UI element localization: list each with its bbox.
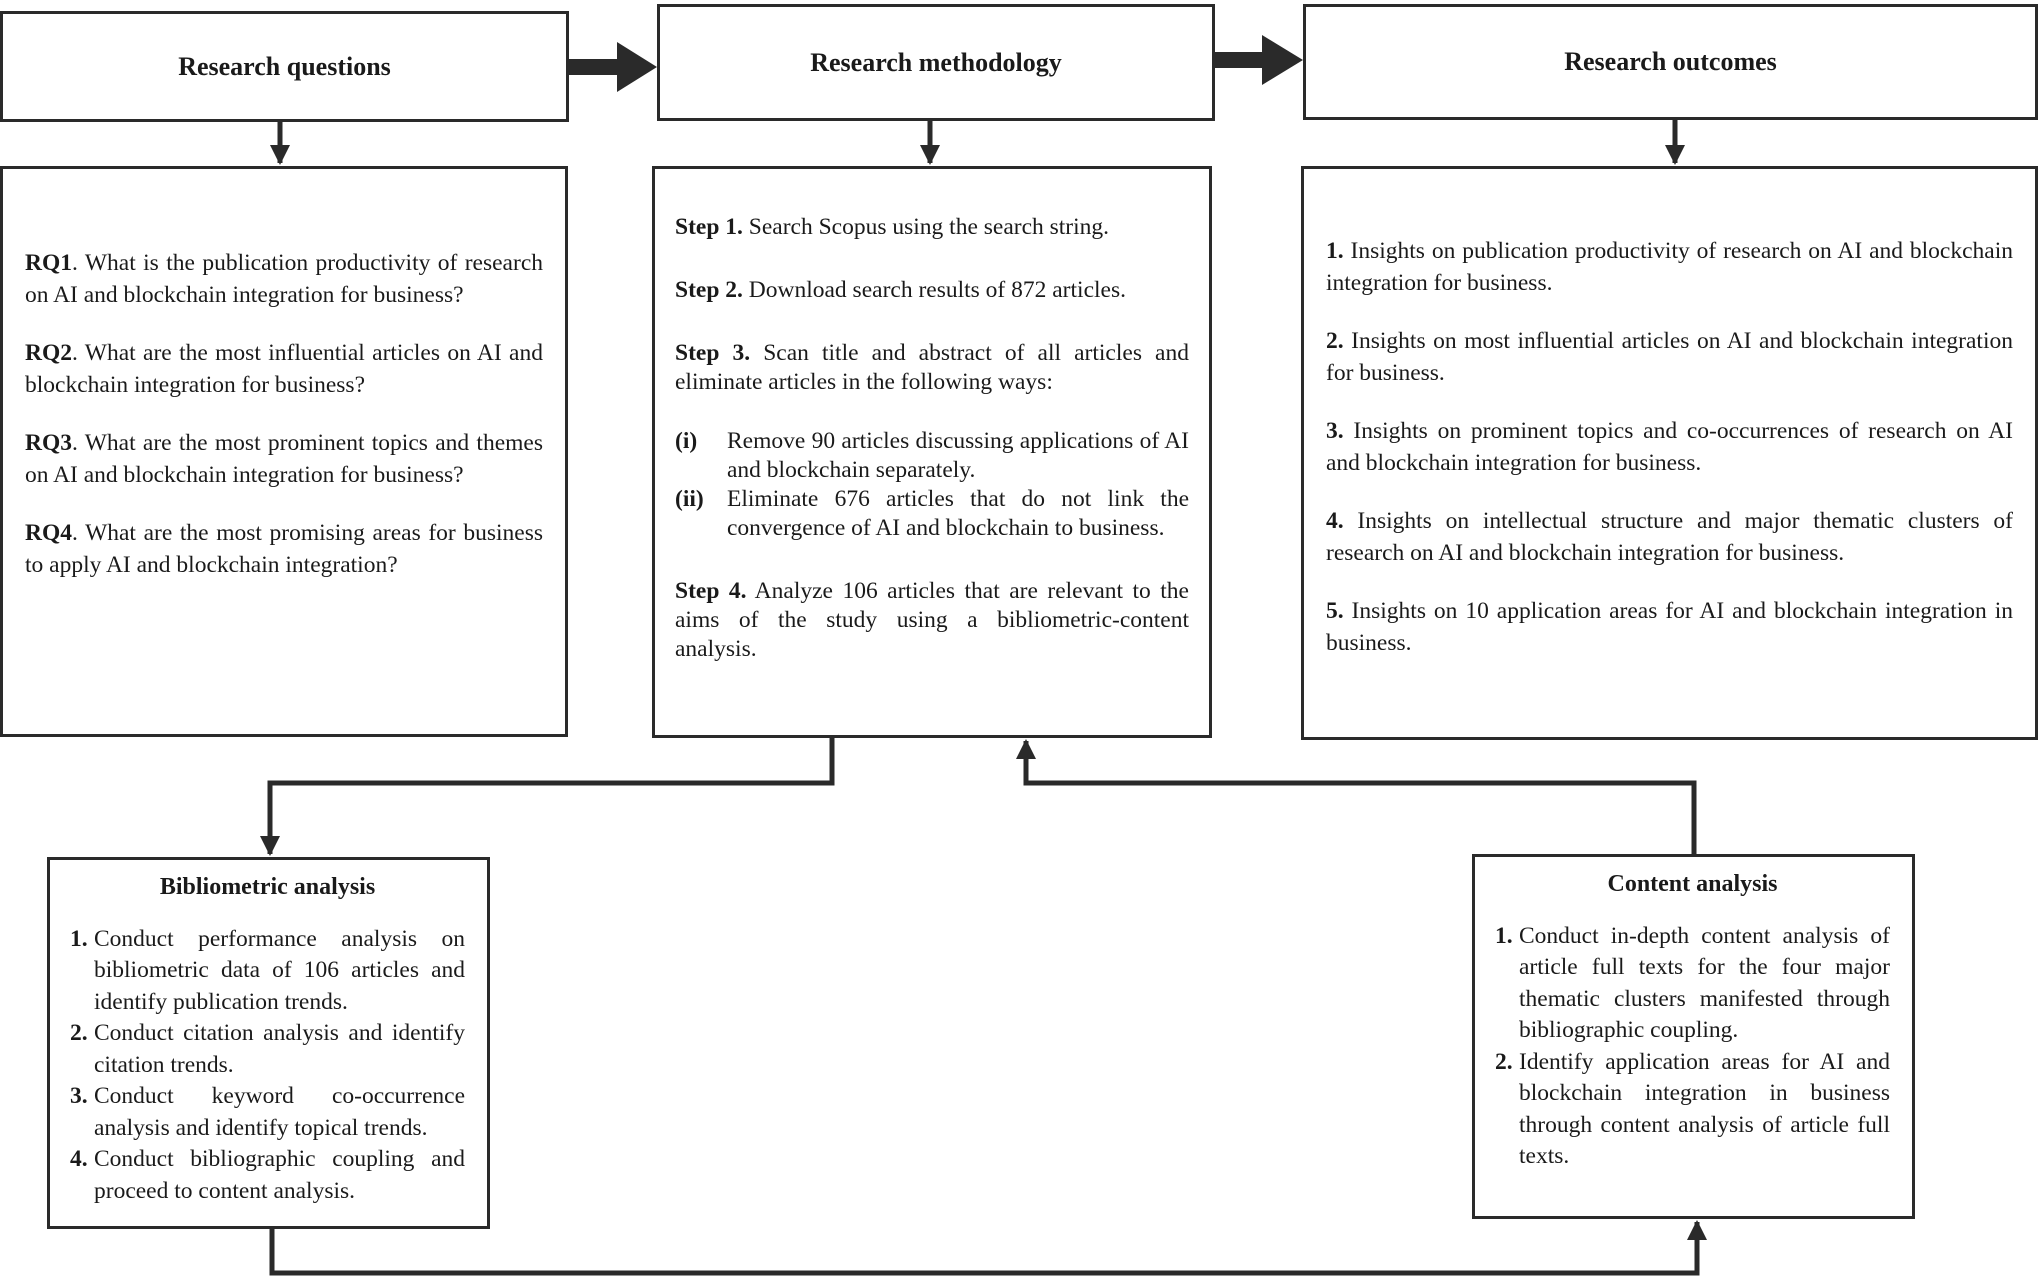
research-outcomes-title: Research outcomes (1564, 47, 1777, 76)
bibliometric-item: 2.Conduct citation analysis and identify… (70, 1020, 465, 1078)
content-item: 2.Identify application areas for AI and … (1495, 1048, 1890, 1170)
substep-item: (i) Remove 90 articles discussing applic… (675, 428, 1189, 483)
thick-arrow-methodology-to-outcomes (1215, 35, 1303, 85)
substep-item: (ii) Eliminate 676 articles that do not … (675, 486, 1189, 541)
bibliometric-analysis-box: Bibliometric analysis 1.Conduct performa… (47, 857, 490, 1229)
outcome-item: 5. Insights on 10 application areas for … (1326, 598, 2013, 656)
content-item: 1.Conduct in-depth content analysis of a… (1495, 922, 1890, 1044)
question-item: RQ4. What are the most promising areas f… (25, 520, 543, 578)
step-item: Step 3. Scan title and abstract of all a… (675, 340, 1189, 395)
research-methodology-box: Step 1. Search Scopus using the search s… (652, 166, 1212, 738)
connector-methodology-to-bibliometric (260, 738, 835, 856)
research-questions-box: RQ1. What is the publication productivit… (0, 166, 568, 737)
question-item: RQ2. What are the most influential artic… (25, 340, 543, 398)
content-analysis-box: Content analysis 1.Conduct in-depth cont… (1472, 854, 1915, 1219)
bibliometric-item: 3.Conduct keyword co-occurrence analysis… (70, 1083, 465, 1141)
question-item: RQ3. What are the most prominent topics … (25, 430, 543, 488)
thick-arrow-questions-to-methodology (569, 42, 657, 92)
connector-bibliometric-to-content (269, 1220, 1707, 1276)
step-item: Step 2. Download search results of 872 a… (675, 277, 1126, 303)
outcome-item: 2. Insights on most influential articles… (1326, 328, 2013, 386)
outcome-item: 1. Insights on publication productivity … (1326, 238, 2013, 296)
research-outcomes-header: Research outcomes (1303, 4, 2038, 120)
bibliometric-item: 1.Conduct performance analysis on biblio… (70, 925, 465, 1015)
outcome-item: 4. Insights on intellectual structure an… (1326, 508, 2013, 566)
step-item: Step 4. Analyze 106 articles that are re… (675, 578, 1189, 662)
research-outcomes-box: 1. Insights on publication productivity … (1301, 166, 2038, 740)
question-item: RQ1. What is the publication productivit… (25, 250, 543, 308)
research-questions-title: Research questions (178, 51, 391, 81)
connector-content-to-methodology (1016, 739, 1697, 854)
content-analysis-title: Content analysis (1607, 871, 1778, 897)
research-questions-header: Research questions (0, 11, 569, 122)
bibliometric-analysis-title: Bibliometric analysis (159, 874, 376, 900)
research-methodology-header: Research methodology (657, 4, 1215, 121)
outcome-item: 3. Insights on prominent topics and co-o… (1326, 418, 2013, 476)
step-item: Step 1. Search Scopus using the search s… (675, 214, 1110, 240)
bibliometric-item: 4.Conduct bibliographic coupling and pro… (70, 1146, 465, 1204)
research-methodology-title: Research methodology (810, 47, 1062, 77)
